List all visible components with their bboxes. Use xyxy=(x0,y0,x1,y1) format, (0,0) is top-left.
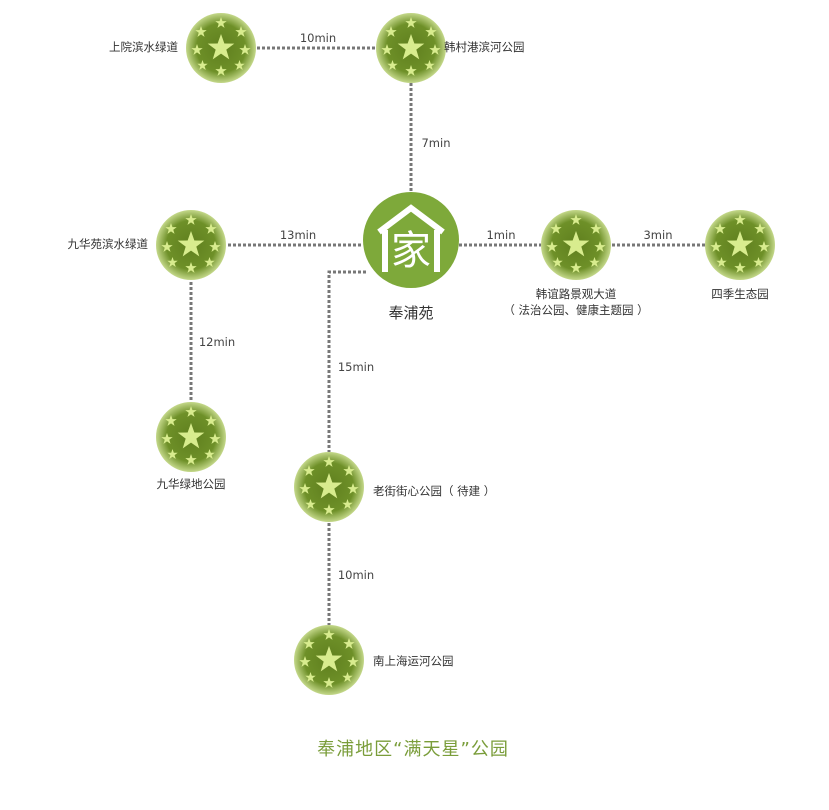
park-node-icon[interactable] xyxy=(155,401,227,473)
node-label: 九华绿地公园 xyxy=(156,477,226,491)
park-node-icon[interactable] xyxy=(293,451,365,523)
diagram-title: 奉浦地区“满天星”公园 xyxy=(317,739,509,760)
travel-time: 10min xyxy=(299,31,337,45)
node-label: 韩村港滨河公园 xyxy=(444,40,525,54)
park-node-icon[interactable] xyxy=(375,12,447,84)
travel-time: 12min xyxy=(198,335,236,349)
park-node-icon[interactable] xyxy=(704,209,776,281)
node-sublabel: （ 法治公园、健康主题园 ） xyxy=(503,303,649,317)
home-icon[interactable]: 家 xyxy=(363,192,459,288)
node-label: 南上海运河公园 xyxy=(373,654,454,668)
home-label: 奉浦苑 xyxy=(388,304,434,322)
park-node-icon[interactable] xyxy=(540,209,612,281)
travel-time: 15min xyxy=(337,360,375,374)
travel-time: 3min xyxy=(643,228,673,242)
node-label: 上院滨水绿道 xyxy=(109,40,178,54)
park-node-icon[interactable] xyxy=(155,209,227,281)
travel-time: 7min xyxy=(421,136,451,150)
park-node-icon[interactable] xyxy=(293,624,365,696)
travel-time: 10min xyxy=(337,568,375,582)
node-label: 四季生态园 xyxy=(711,287,769,301)
node-label: 老街街心公园（ 待建 ） xyxy=(373,484,496,498)
node-label: 九华苑滨水绿道 xyxy=(67,237,149,251)
home-icon-char: 家 xyxy=(391,228,431,274)
travel-time: 13min xyxy=(279,228,317,242)
park-node-icon[interactable] xyxy=(185,12,257,84)
travel-time: 1min xyxy=(486,228,516,242)
node-label: 韩谊路景观大道 xyxy=(535,287,617,301)
